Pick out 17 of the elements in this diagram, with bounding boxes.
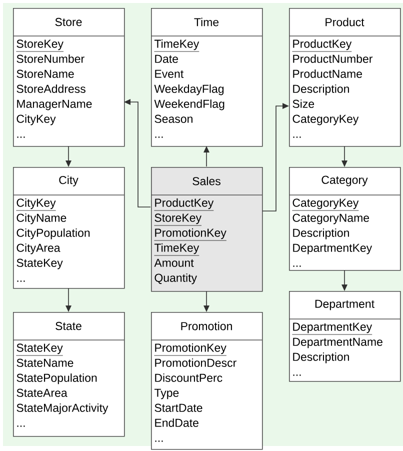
- arrow: [262, 103, 289, 212]
- entity-box: City CityKey CityName CityPopulation CityArea StateKey ...: [12, 167, 125, 289]
- arrow: [66, 288, 72, 312]
- arrow: [342, 146, 348, 167]
- arrow: [204, 291, 210, 312]
- entity-box: State StateKey StateName StatePopulation StateArea StateMajorActivity ...: [12, 312, 125, 437]
- arrow: [66, 146, 72, 167]
- arrow: [342, 270, 348, 291]
- entity-box: Promotion PromotionKey PromotionDescr DiscountPerc Type StartDate EndDate ...: [150, 312, 263, 450]
- entity-box: Store StoreKey StoreNumber StoreName StoreAddress ManagerName CityKey ...: [12, 8, 125, 147]
- arrow: [204, 146, 210, 167]
- entity-box: Category CategoryKey CategoryName Description DepartmentKey ...: [288, 167, 401, 271]
- arrow: [124, 99, 151, 208]
- entity-box: Time TimeKey Date Event WeekdayFlag WeekendFlag Season ...: [150, 8, 263, 147]
- entity-box: Department DepartmentKey DepartmentName Description ...: [288, 291, 401, 382]
- entity-box: Product ProductKey ProductNumber ProductName Description Size CategoryKey ...: [288, 8, 401, 147]
- entity-box: Sales ProductKey StoreKey PromotionKey TimeKey Amount Quantity: [150, 167, 263, 292]
